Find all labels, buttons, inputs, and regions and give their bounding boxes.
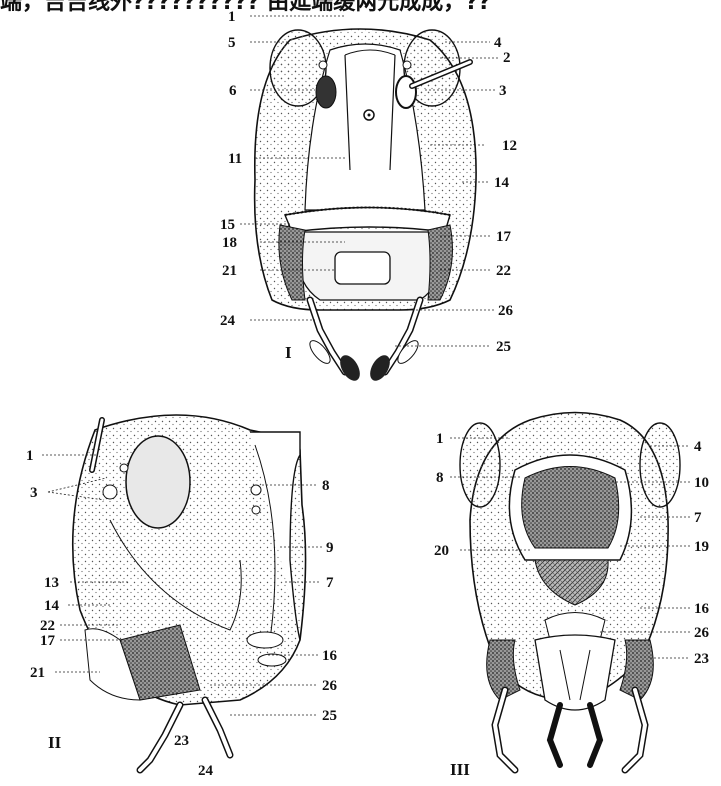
label-18: 18 — [222, 235, 237, 251]
view-2-side — [73, 415, 306, 770]
label-3: 3 — [30, 485, 38, 501]
label-1: 1 — [436, 431, 444, 447]
label-13: 13 — [44, 575, 59, 591]
label-7: 7 — [694, 510, 702, 526]
label-3: 3 — [499, 83, 507, 99]
view-3-rear — [460, 413, 680, 771]
label-14: 14 — [494, 175, 510, 191]
label-24: 24 — [198, 763, 214, 779]
label-4: 4 — [694, 439, 702, 455]
label-16: 16 — [322, 648, 338, 664]
label-12: 12 — [502, 138, 517, 154]
label-26: 26 — [498, 303, 514, 319]
label-4: 4 — [494, 35, 502, 51]
label-25: 25 — [496, 339, 511, 355]
label-21: 21 — [30, 665, 45, 681]
label-20: 20 — [434, 543, 449, 559]
label-24: 24 — [220, 313, 236, 329]
label-11: 11 — [228, 151, 242, 167]
label-2: 2 — [503, 50, 511, 66]
label-9: 9 — [326, 540, 334, 556]
label-8: 8 — [322, 478, 330, 494]
label-5: 5 — [228, 35, 236, 51]
label-8: 8 — [436, 470, 444, 486]
label-10: 10 — [694, 475, 709, 491]
view-label-I: I — [285, 343, 292, 362]
view-label-III: III — [450, 760, 470, 779]
label-6: 6 — [229, 83, 237, 99]
label-14: 14 — [44, 598, 60, 614]
label-26: 26 — [694, 625, 710, 641]
label-16: 16 — [694, 601, 710, 617]
label-15: 15 — [220, 217, 235, 233]
label-23: 23 — [174, 733, 189, 749]
label-25: 25 — [322, 708, 337, 724]
label-22: 22 — [496, 263, 511, 279]
label-7: 7 — [326, 575, 334, 591]
label-1: 1 — [26, 448, 34, 464]
label-17: 17 — [496, 229, 512, 245]
label-22: 22 — [40, 618, 55, 634]
view-label-II: II — [48, 733, 62, 752]
label-26: 26 — [322, 678, 338, 694]
label-21: 21 — [222, 263, 237, 279]
view-1-front — [255, 29, 476, 384]
label-23: 23 — [694, 651, 709, 667]
label-17: 17 — [40, 633, 56, 649]
label-1: 1 — [228, 9, 236, 25]
label-19: 19 — [694, 539, 709, 555]
